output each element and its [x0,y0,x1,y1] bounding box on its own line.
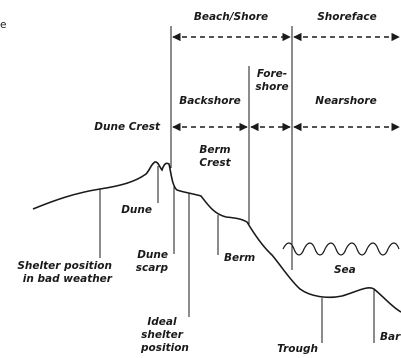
zone-label-foreshore-line-1: Fore- [256,68,288,80]
zone-label-foreshore-line-2: shore [255,81,289,93]
feature-label-ideal-shelter-line-2: shelter [141,329,183,341]
feature-label-dune-scarp-line-2: scarp [135,262,168,274]
edge-letter: e [0,19,7,31]
feature-label-trough: Trough [277,343,318,355]
feature-label-berm-crest: Berm Crest [195,144,235,170]
feature-label-ideal-shelter-line-1: Ideal [147,316,177,328]
feature-label-berm: Berm [224,252,256,264]
feature-label-dune-scarp-line-1: Dune [137,249,168,261]
feature-label-bar: Bar [380,331,401,343]
feature-label-shelter-bad-weather: Shelter position in bad weather [8,260,112,286]
zone-label-backshore: Backshore [179,95,241,107]
feature-label-sea: Sea [334,264,356,276]
sea-surface-wave [282,242,400,256]
feature-label-ideal-shelter: Ideal shelter position [141,316,189,355]
zone-label-shoreface: Shoreface [317,11,377,23]
feature-label-dune-scarp: Dune scarp [120,249,168,275]
feature-label-dune-crest: Dune Crest [94,121,160,133]
feature-label-berm-crest-line-1: Berm [199,144,231,156]
feature-label-berm-crest-line-2: Crest [199,157,231,169]
feature-label-dune: Dune [121,204,152,216]
feature-label-ideal-shelter-line-3: position [141,342,189,354]
zone-label-foreshore: Fore- shore [252,68,292,94]
zone-label-beach-shore: Beach/Shore [193,11,269,23]
feature-label-shelter-bad-weather-line-1: Shelter position [17,260,112,272]
zone-label-nearshore: Nearshore [315,95,377,107]
beach-profile-line [32,161,401,313]
feature-label-shelter-bad-weather-line-2: in bad weather [22,273,112,285]
